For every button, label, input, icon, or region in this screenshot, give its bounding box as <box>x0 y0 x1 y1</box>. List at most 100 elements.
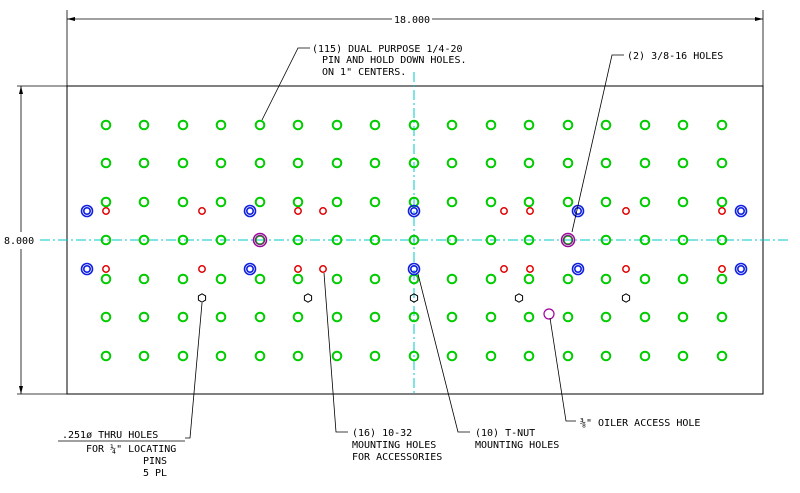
pin-hole <box>100 119 112 131</box>
tnut-hole-inner <box>736 207 745 216</box>
svg-text:MOUNTING HOLES: MOUNTING HOLES <box>352 440 436 451</box>
mounting-hole <box>500 207 508 215</box>
pin-hole <box>369 350 381 362</box>
mounting-hole <box>500 265 508 273</box>
svg-text:(10) T-NUT: (10) T-NUT <box>475 428 535 439</box>
leader-tnut <box>417 273 470 433</box>
svg-text:MOUNTING HOLES: MOUNTING HOLES <box>475 440 559 451</box>
pin-hole <box>408 350 420 362</box>
pin-hole <box>446 157 458 169</box>
pin-hole <box>292 350 304 362</box>
pin-hole <box>446 234 458 246</box>
pin-hole <box>600 196 612 208</box>
mounting-hole <box>294 265 302 273</box>
pin-hole <box>716 157 728 169</box>
mounting-hole <box>718 207 726 215</box>
mounting-hole <box>622 265 630 273</box>
locating-hole <box>409 293 419 303</box>
tnut-hole-inner <box>573 264 582 273</box>
pin-hole <box>485 119 497 131</box>
pin-hole <box>292 311 304 323</box>
svg-text:PIN AND HOLD DOWN HOLES.: PIN AND HOLD DOWN HOLES. <box>322 55 467 66</box>
pin-hole <box>292 119 304 131</box>
pin-hole <box>215 311 227 323</box>
pin-hole <box>485 311 497 323</box>
pin-hole <box>639 196 651 208</box>
tnut-hole <box>80 262 94 276</box>
tnut-hole <box>407 262 421 276</box>
pin-hole <box>100 234 112 246</box>
pin-hole <box>331 350 343 362</box>
pin-hole <box>523 273 535 285</box>
pin-hole <box>446 273 458 285</box>
svg-text:.251ø THRU HOLES: .251ø THRU HOLES <box>62 430 158 441</box>
tnut-hole-inner <box>83 207 92 216</box>
pin-hole <box>639 273 651 285</box>
svg-text:(115) DUAL PURPOSE 1/4-20: (115) DUAL PURPOSE 1/4-20 <box>312 44 463 55</box>
tnut-hole <box>734 204 748 218</box>
mounting-hole-set <box>102 207 726 273</box>
pin-hole <box>639 119 651 131</box>
pin-hole <box>639 157 651 169</box>
pin-hole <box>215 234 227 246</box>
pin-hole <box>215 157 227 169</box>
svg-text:FOR ¼" LOCATING: FOR ¼" LOCATING <box>86 443 176 455</box>
svg-text:(16) 10-32: (16) 10-32 <box>352 428 412 439</box>
pin-hole <box>485 196 497 208</box>
svg-text:PINS: PINS <box>143 456 167 467</box>
pin-hole <box>639 234 651 246</box>
pin-hole <box>254 196 266 208</box>
oiler-access-hole <box>543 308 555 320</box>
tnut-hole-inner <box>409 264 418 273</box>
pin-hole <box>523 234 535 246</box>
pin-hole <box>369 273 381 285</box>
pin-hole <box>523 196 535 208</box>
pin-hole <box>600 350 612 362</box>
threaded-hole-inner <box>563 235 573 245</box>
pin-hole <box>562 157 574 169</box>
mounting-hole <box>294 207 302 215</box>
threaded-hole <box>252 232 268 248</box>
leader-mounting <box>323 272 348 433</box>
tnut-hole-inner <box>736 264 745 273</box>
pin-hole <box>138 311 150 323</box>
pin-hole <box>600 273 612 285</box>
annotation-dual-purpose: (115) DUAL PURPOSE 1/4-20 PIN AND HOLD D… <box>312 44 467 78</box>
svg-text:⅜" OILER ACCESS HOLE: ⅜" OILER ACCESS HOLE <box>580 417 700 429</box>
svg-text:(2) 3/8-16 HOLES: (2) 3/8-16 HOLES <box>627 51 723 62</box>
pin-hole <box>254 350 266 362</box>
pin-hole <box>677 157 689 169</box>
mounting-hole <box>622 207 630 215</box>
pin-hole <box>716 196 728 208</box>
locating-hole <box>621 293 631 303</box>
locating-hole <box>514 293 524 303</box>
pin-hole <box>716 350 728 362</box>
pin-hole <box>408 157 420 169</box>
pin-hole <box>177 119 189 131</box>
pin-hole <box>523 311 535 323</box>
pin-hole <box>138 273 150 285</box>
annotation-oiler-hole: ⅜" OILER ACCESS HOLE <box>580 417 700 429</box>
locating-hole-set <box>197 293 631 303</box>
pin-hole <box>446 196 458 208</box>
pin-hole <box>562 196 574 208</box>
pin-hole <box>677 119 689 131</box>
pin-hole <box>100 350 112 362</box>
pin-hole <box>369 234 381 246</box>
width-dimension-value: 18.000 <box>394 15 430 26</box>
pin-hole <box>177 311 189 323</box>
tnut-hole-set <box>80 204 748 276</box>
tnut-hole-inner <box>246 207 255 216</box>
pin-hole <box>254 311 266 323</box>
pin-hole <box>600 157 612 169</box>
threaded-hole <box>560 232 576 248</box>
mounting-hole <box>319 207 327 215</box>
tnut-hole <box>407 204 421 218</box>
svg-text:ON 1" CENTERS.: ON 1" CENTERS. <box>322 67 406 78</box>
oiler-hole-set <box>543 308 555 320</box>
pin-hole <box>369 157 381 169</box>
pin-hole <box>562 350 574 362</box>
pin-hole <box>138 234 150 246</box>
pin-hole <box>369 311 381 323</box>
